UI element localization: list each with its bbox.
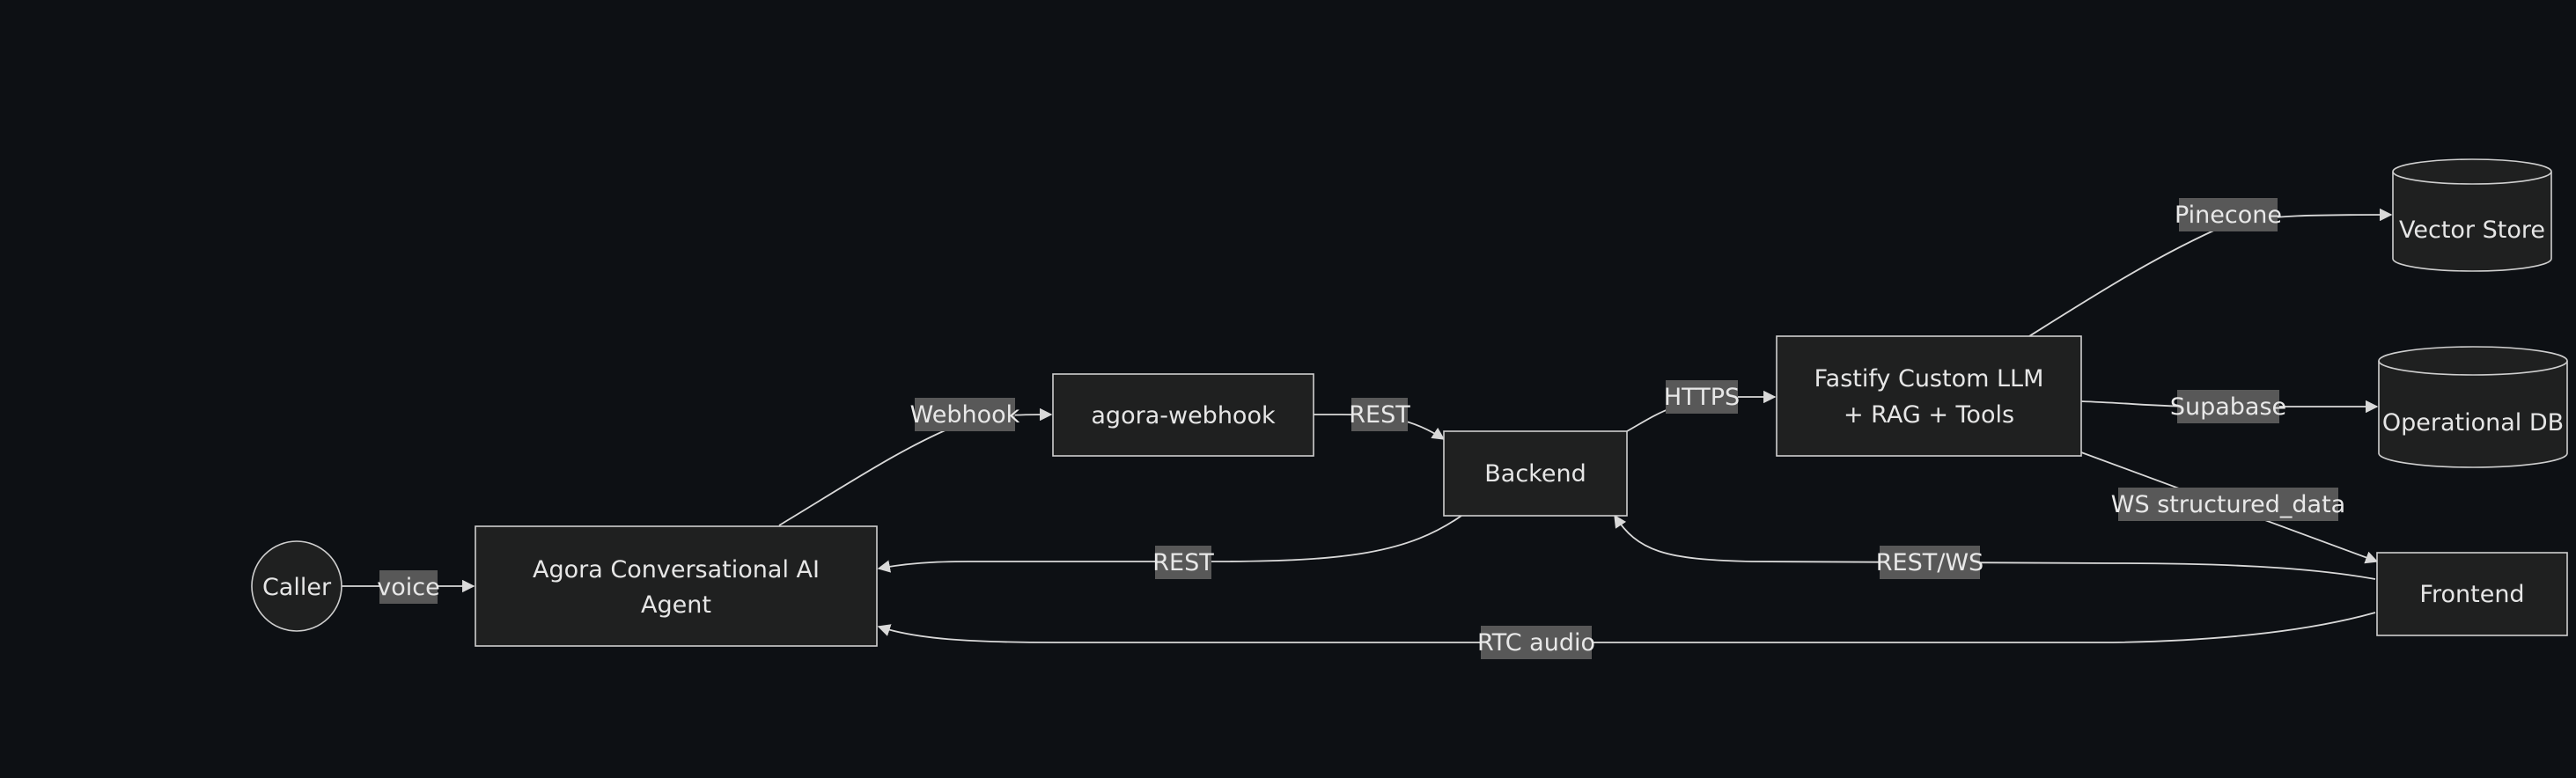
svg-text:Supabase: Supabase <box>2170 393 2286 421</box>
node-fastify-llm[interactable]: Fastify Custom LLM + RAG + Tools <box>1776 335 2082 457</box>
node-operational-db[interactable]: Operational DB <box>2378 346 2568 468</box>
nodes: Caller Agora Conversational AI Agent ago… <box>251 158 2568 647</box>
node-vector-store[interactable]: Vector Store <box>2392 158 2552 272</box>
svg-text:Agent: Agent <box>641 591 711 619</box>
svg-text:Fastify Custom LLM: Fastify Custom LLM <box>1814 365 2044 393</box>
svg-text:REST: REST <box>1152 549 1214 576</box>
node-caller[interactable]: Caller <box>251 540 342 632</box>
svg-text:HTTPS: HTTPS <box>1664 384 1740 411</box>
node-agora-agent[interactable]: Agora Conversational AI Agent <box>475 525 878 647</box>
edge-backend-to-agent <box>877 515 1462 573</box>
edge-label-rtc-audio: RTC audio <box>1477 626 1595 659</box>
svg-text:Backend: Backend <box>1484 460 1586 488</box>
svg-text:Webhook: Webhook <box>910 401 1020 429</box>
edge-label-supabase: Supabase <box>2170 390 2286 423</box>
node-backend[interactable]: Backend <box>1443 430 1628 517</box>
svg-text:WS structured_data: WS structured_data <box>2111 491 2345 518</box>
svg-text:REST/WS: REST/WS <box>1876 549 1984 576</box>
edge-label-https: HTTPS <box>1664 380 1740 414</box>
edge-label-ws-structured-data: WS structured_data <box>2111 488 2345 521</box>
svg-text:voice: voice <box>377 574 439 601</box>
svg-text:Vector Store: Vector Store <box>2399 217 2545 244</box>
svg-text:agora-webhook: agora-webhook <box>1091 402 1276 429</box>
edge-label-rest-agent: REST <box>1152 546 1214 579</box>
edge-label-voice: voice <box>377 570 440 604</box>
edge-frontend-to-backend <box>1614 514 2376 580</box>
svg-text:Agora Conversational AI: Agora Conversational AI <box>533 556 820 584</box>
node-frontend[interactable]: Frontend <box>2376 552 2568 636</box>
svg-text:Caller: Caller <box>262 574 332 601</box>
edge-frontend-to-agent <box>877 612 2376 643</box>
svg-text:RTC audio: RTC audio <box>1477 629 1595 657</box>
svg-text:Frontend: Frontend <box>2419 581 2524 608</box>
edge-label-webhook: Webhook <box>910 398 1020 431</box>
node-agora-webhook[interactable]: agora-webhook <box>1052 373 1314 457</box>
svg-text:Pinecone: Pinecone <box>2175 202 2282 229</box>
edge-label-rest-webhook: REST <box>1349 398 1410 431</box>
edge-label-pinecone: Pinecone <box>2175 198 2282 231</box>
edge-label-rest-ws: REST/WS <box>1876 546 1984 579</box>
svg-text:Operational DB: Operational DB <box>2382 409 2564 437</box>
svg-text:+ RAG + Tools: + RAG + Tools <box>1844 401 2014 429</box>
edge-labels: voice Webhook REST REST HTTPS Pinecone S… <box>377 198 2345 659</box>
svg-text:REST: REST <box>1349 401 1410 429</box>
edge-fastify-to-vector <box>2028 208 2393 337</box>
